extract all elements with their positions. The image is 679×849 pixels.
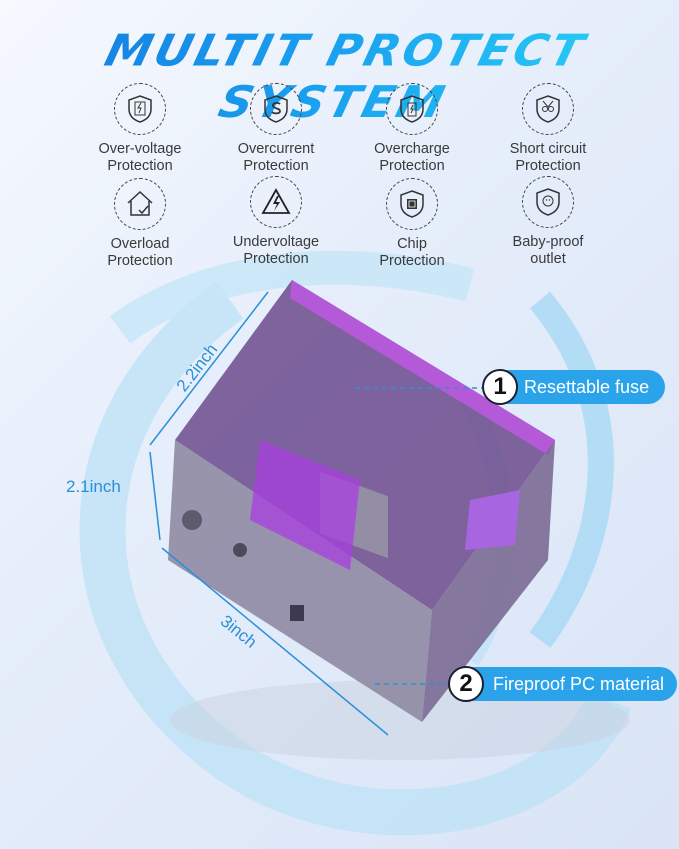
feature-label-line1: Chip	[397, 236, 427, 252]
callout-fireproof-material: Fireproof PC material	[455, 667, 677, 701]
travel-adapter-product-image	[168, 280, 555, 722]
feature-label-line1: Overcharge	[374, 141, 450, 157]
feature-baby-proof: Baby-proof outlet	[483, 176, 613, 268]
feature-label-line2: Protection	[107, 158, 173, 174]
feature-overcharge: Overcharge Protection	[347, 83, 477, 175]
height-dimension-label: 2.1inch	[66, 477, 121, 496]
feature-label-line2: Protection	[107, 253, 173, 269]
feature-label-line1: Overload	[110, 236, 170, 252]
feature-overcurrent: Overcurrent Protection	[211, 83, 341, 175]
feature-label-line1: Over-voltage	[98, 141, 182, 157]
battery-shield-icon	[386, 83, 438, 135]
lightning-triangle-icon	[250, 176, 302, 228]
feature-undervoltage: Undervoltage Protection	[211, 176, 341, 268]
feature-label-line2: Protection	[379, 158, 445, 174]
feature-chip: Chip Protection	[347, 178, 477, 270]
callout-number: 2	[448, 666, 484, 702]
feature-label-line2: Protection	[515, 158, 581, 174]
short-circuit-shield-icon	[522, 83, 574, 135]
cpu-chip-shield-icon	[386, 178, 438, 230]
feature-label-line1: Short circuit	[509, 141, 587, 157]
over-voltage-shield-icon	[114, 83, 166, 135]
callout-label: Fireproof PC material	[493, 673, 665, 694]
feature-label-line2: Protection	[243, 251, 309, 267]
callout-number: 1	[482, 369, 518, 405]
overcurrent-shield-icon	[250, 83, 302, 135]
feature-label-line1: Undervoltage	[232, 234, 320, 250]
overload-house-icon	[114, 178, 166, 230]
feature-label-line2: outlet	[530, 251, 566, 267]
feature-label-line1: Baby-proof	[512, 234, 584, 250]
feature-label-line2: Protection	[379, 253, 445, 269]
callout-leaders	[355, 387, 482, 685]
feature-overload: Overload Protection	[75, 178, 205, 270]
feature-label-line2: Protection	[243, 158, 309, 174]
feature-label-line1: Overcurrent	[237, 141, 315, 157]
feature-over-voltage: Over-voltage Protection	[75, 83, 205, 175]
baby-shield-icon	[522, 176, 574, 228]
feature-short-circuit: Short circuit Protection	[483, 83, 613, 175]
callout-label: Resettable fuse	[524, 376, 650, 397]
dimension-lines	[149, 291, 389, 736]
